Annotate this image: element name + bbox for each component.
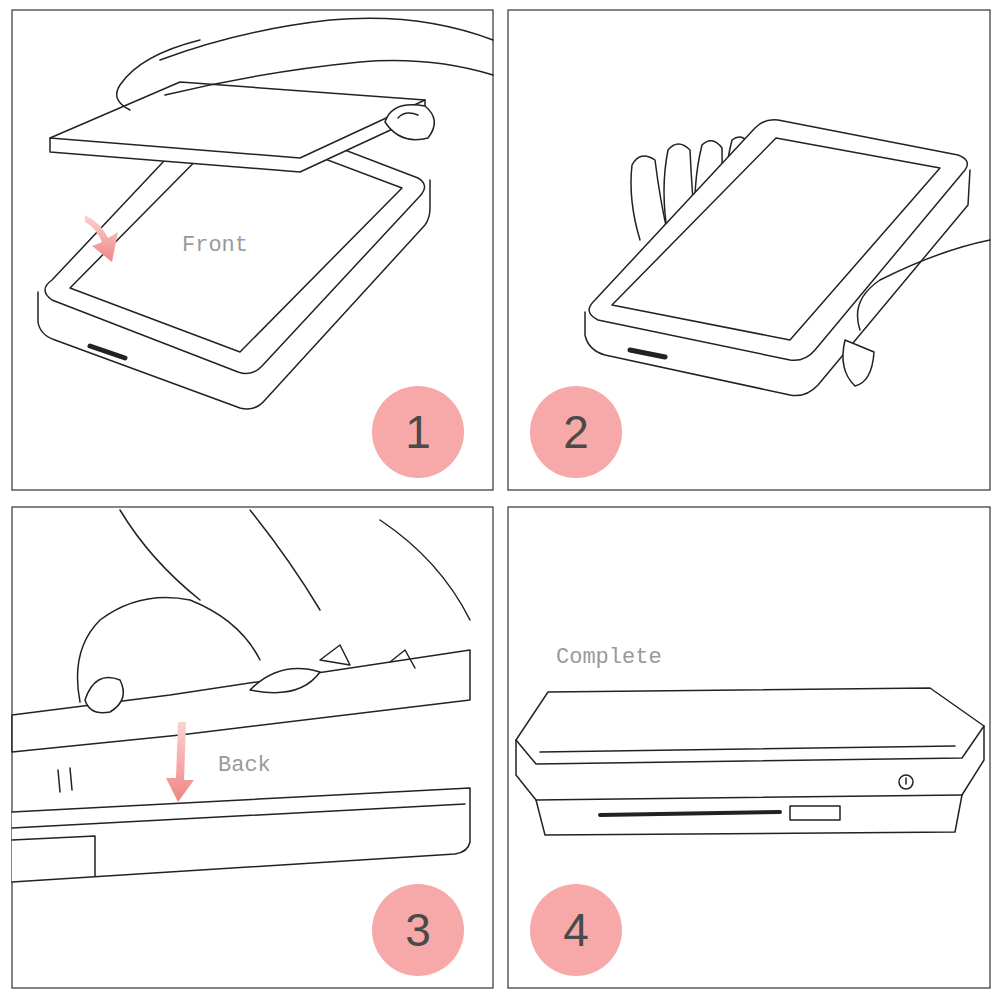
console-complete [516, 688, 984, 835]
step-circle: 2 [530, 386, 622, 478]
direction-arrow [85, 215, 118, 262]
side-label: Complete [556, 646, 662, 670]
side-label: Back [218, 754, 271, 778]
step-number: 4 [530, 884, 622, 976]
direction-arrow [166, 722, 194, 802]
step-circle: 4 [530, 884, 622, 976]
step-number: 2 [530, 386, 622, 478]
console-back [12, 510, 470, 882]
step-number: 3 [372, 884, 464, 976]
step-circle: 1 [372, 386, 464, 478]
step-circle: 3 [372, 884, 464, 976]
console-pressed [585, 120, 990, 396]
panel-frames [12, 10, 990, 988]
step-number: 1 [372, 386, 464, 478]
side-label: Front [182, 234, 248, 258]
console-front [38, 18, 493, 409]
